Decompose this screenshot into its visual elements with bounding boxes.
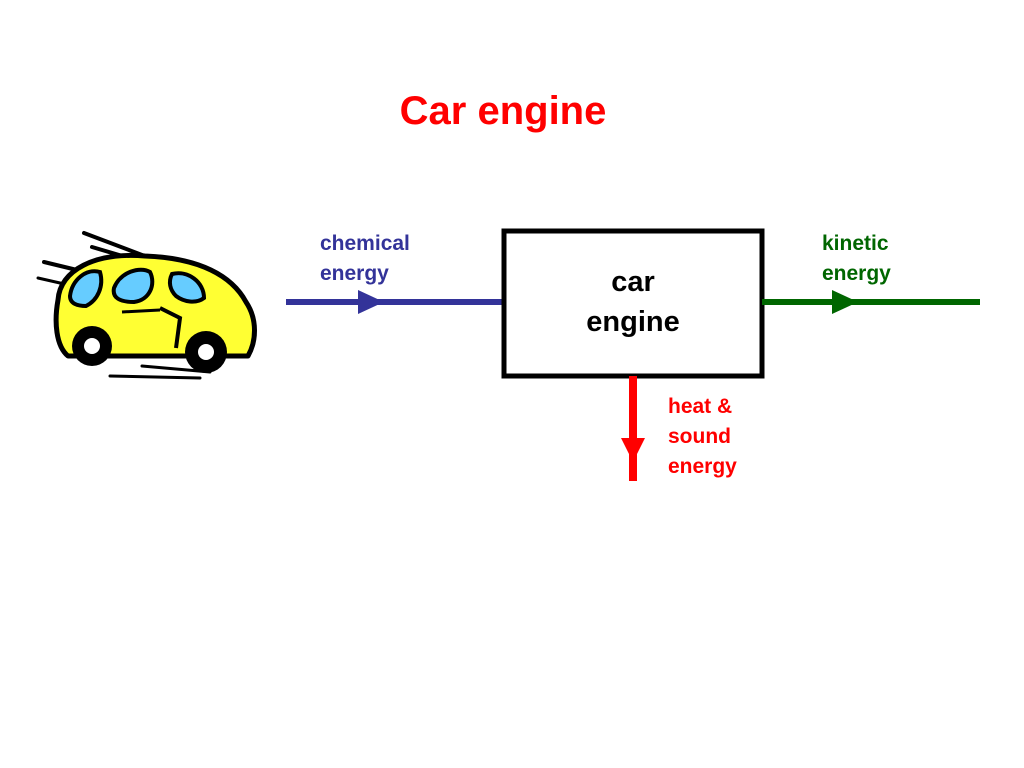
label-line: chemical	[320, 232, 410, 255]
engine-box	[501, 228, 765, 379]
car-icon	[36, 231, 257, 380]
heat-sound-energy-arrow	[621, 376, 645, 481]
engine-label: car engine	[505, 262, 761, 342]
chemical-energy-arrow	[286, 290, 504, 314]
slide-title: Car engine	[399, 89, 607, 133]
label-line: energy	[320, 262, 389, 285]
label-line: heat &	[668, 395, 733, 418]
label-line: sound	[668, 425, 731, 448]
label-line: energy	[668, 455, 737, 478]
label-line: energy	[822, 262, 891, 285]
kinetic-energy-label: kinetic energy	[822, 229, 891, 289]
heat-sound-energy-label: heat & sound energy	[668, 392, 737, 482]
kinetic-energy-arrow	[762, 290, 980, 314]
label-line: kinetic	[822, 232, 889, 255]
engine-label-line: car	[611, 266, 655, 298]
chemical-energy-label: chemical energy	[320, 229, 410, 289]
engine-label-line: engine	[586, 306, 680, 338]
